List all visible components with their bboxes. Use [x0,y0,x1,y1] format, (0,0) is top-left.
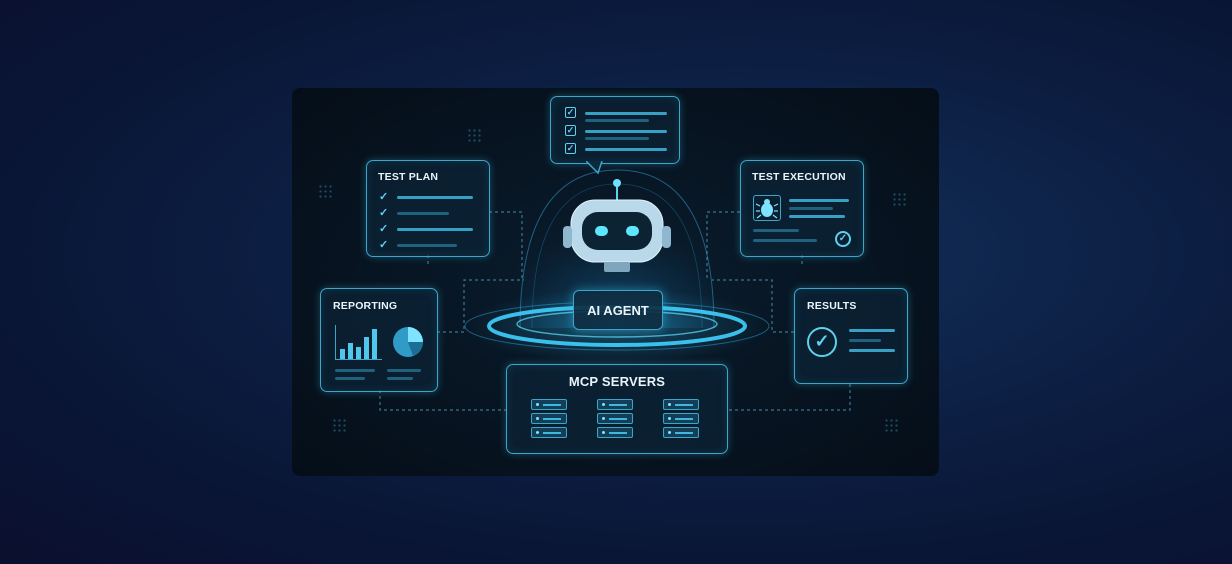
mcp-servers-card: MCP SERVERS [506,364,728,454]
test-plan-title: TEST PLAN [378,171,439,183]
diagram-panel: ✓ ✓ ✓ TEST PLAN ✓ ✓ ✓ ✓ TEST EXECUTION [292,88,939,476]
mcp-servers-title: MCP SERVERS [568,374,666,389]
connector-reporting [437,279,524,333]
bubble-tail [586,161,603,175]
decor-dots [884,418,898,432]
robot-antenna-tip [613,179,621,187]
connector-test-execution [706,211,740,278]
connector-results-mcp [726,384,851,411]
server-icon [663,399,699,441]
decor-dots [332,418,346,432]
decor-dots [892,192,906,206]
check-circle-icon: ✓ [835,231,851,247]
server-icon [597,399,633,441]
dome-arc [519,169,715,329]
results-title: RESULTS [807,300,857,312]
ai-agent-label: AI AGENT [587,303,649,318]
reporting-card: REPORTING [320,288,438,392]
pie-chart-icon [393,327,423,357]
connector-test-plan [489,211,523,278]
bar-chart-icon [335,325,382,360]
results-card: RESULTS ✓ [794,288,908,384]
test-execution-title: TEST EXECUTION [752,171,846,183]
ai-agent-label-box: AI AGENT [573,290,663,330]
decor-dots [467,128,481,142]
test-execution-card: TEST EXECUTION ✓ [740,160,864,257]
reporting-title: REPORTING [333,300,398,312]
test-plan-card: TEST PLAN ✓ ✓ ✓ ✓ [366,160,490,257]
robot-icon [563,199,671,272]
server-icon [531,399,567,441]
connector-reporting-mcp [379,390,506,411]
check-circle-icon: ✓ [807,327,837,357]
decor-dots [318,184,332,198]
checklist-bubble: ✓ ✓ ✓ [550,96,680,164]
connector-layer [379,169,851,411]
connector-results [712,279,794,333]
bug-icon [753,195,781,221]
